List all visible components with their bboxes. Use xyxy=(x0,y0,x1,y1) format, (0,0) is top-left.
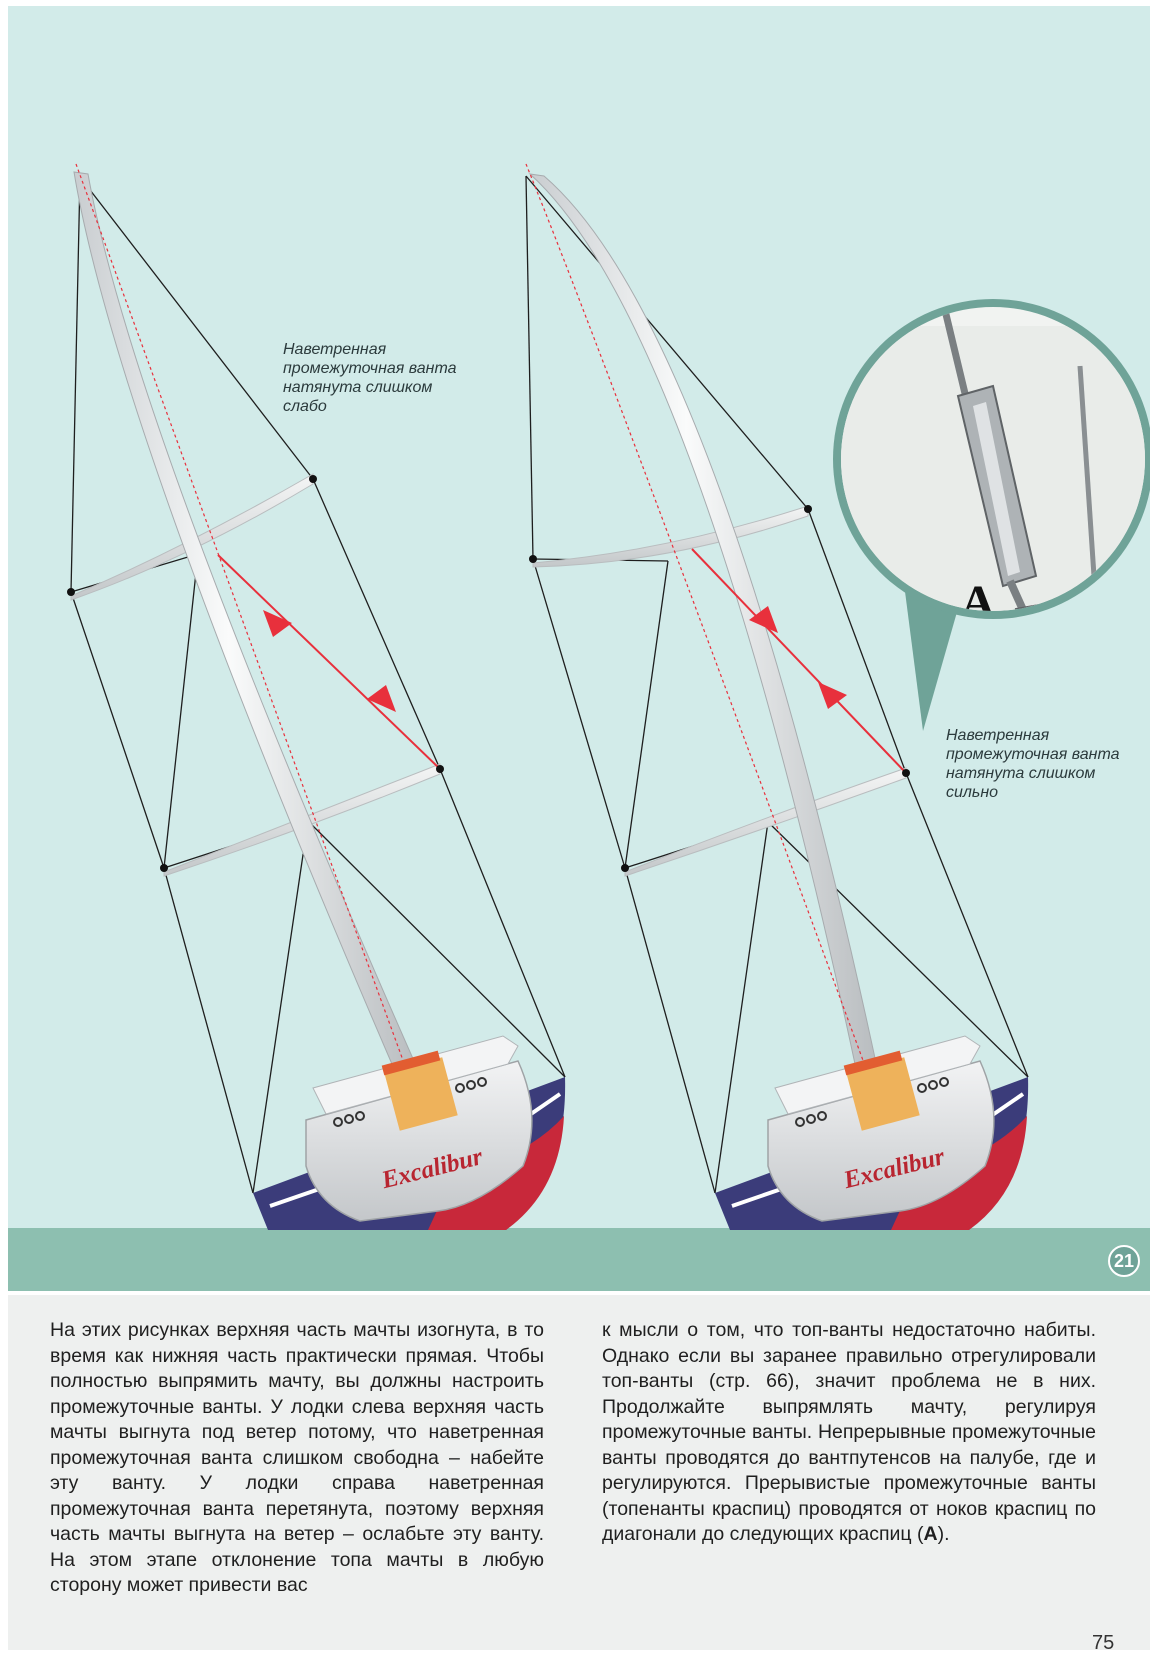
body-text-right: к мысли о том, что топ-ванты недостаточн… xyxy=(602,1318,1096,1548)
ground-band xyxy=(8,1228,1150,1291)
body-text-right-main: к мысли о том, что топ-ванты недостаточн… xyxy=(602,1319,1096,1545)
inset-label: A xyxy=(961,576,996,629)
figure-reference: A xyxy=(923,1523,938,1545)
page-number: 75 xyxy=(1092,1632,1115,1654)
rigging-illustration: Excalibur xyxy=(8,163,1150,1291)
inset-detail: A xyxy=(833,299,1150,731)
caption-too-tight: Наветренная промежуточная ванта натянута… xyxy=(946,727,1120,801)
right-boat: Excalibur xyxy=(525,163,1029,1230)
figure-number-badge: 21 xyxy=(1108,1245,1140,1277)
caption-too-loose: Наветренная промежуточная ванта натянута… xyxy=(283,341,457,415)
body-text-right-end: ). xyxy=(937,1523,950,1545)
illustration-area: Excalibur xyxy=(8,6,1150,1291)
text-panel xyxy=(8,1295,1150,1650)
body-text-left: На этих рисунках верхняя часть мачты изо… xyxy=(50,1319,544,1596)
left-boat: Excalibur xyxy=(67,163,566,1230)
